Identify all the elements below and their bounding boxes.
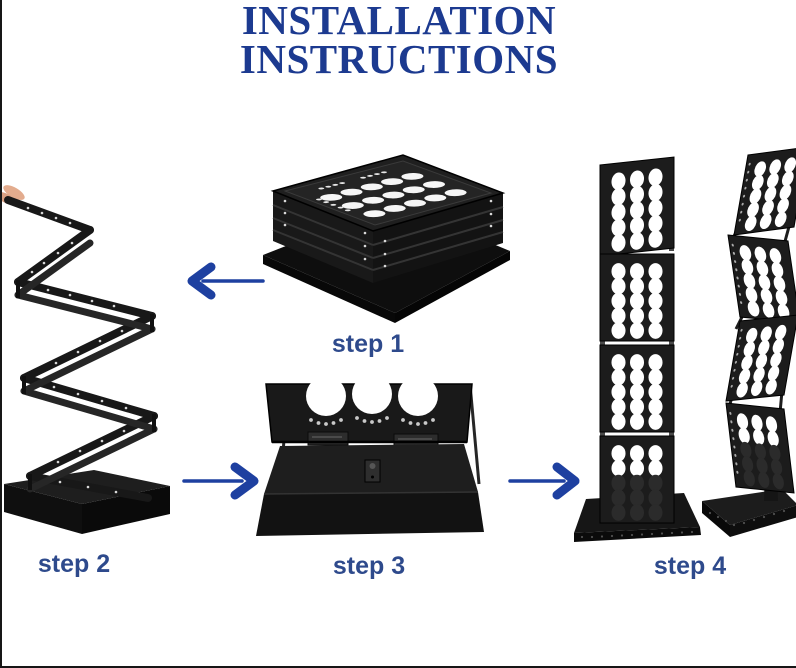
step-3-label: step 3 xyxy=(332,552,406,580)
step-4-label: step 4 xyxy=(653,552,727,580)
arrow-step2-to-step3-icon xyxy=(180,458,264,504)
step-3-photo xyxy=(248,380,526,560)
step-1-photo xyxy=(245,133,527,325)
page-title: INSTALLATION INSTRUCTIONS xyxy=(2,0,796,82)
arrow-step3-to-step4-icon xyxy=(508,458,584,504)
step-2-photo xyxy=(2,182,174,548)
page-title-line1: INSTALLATION xyxy=(241,0,557,43)
step-2-label: step 2 xyxy=(37,550,111,578)
step-1-label: step 1 xyxy=(331,330,405,358)
step-4-photo xyxy=(572,133,796,547)
arrow-step1-to-step2-icon xyxy=(183,260,267,300)
page-title-line2: INSTRUCTIONS xyxy=(239,36,559,82)
